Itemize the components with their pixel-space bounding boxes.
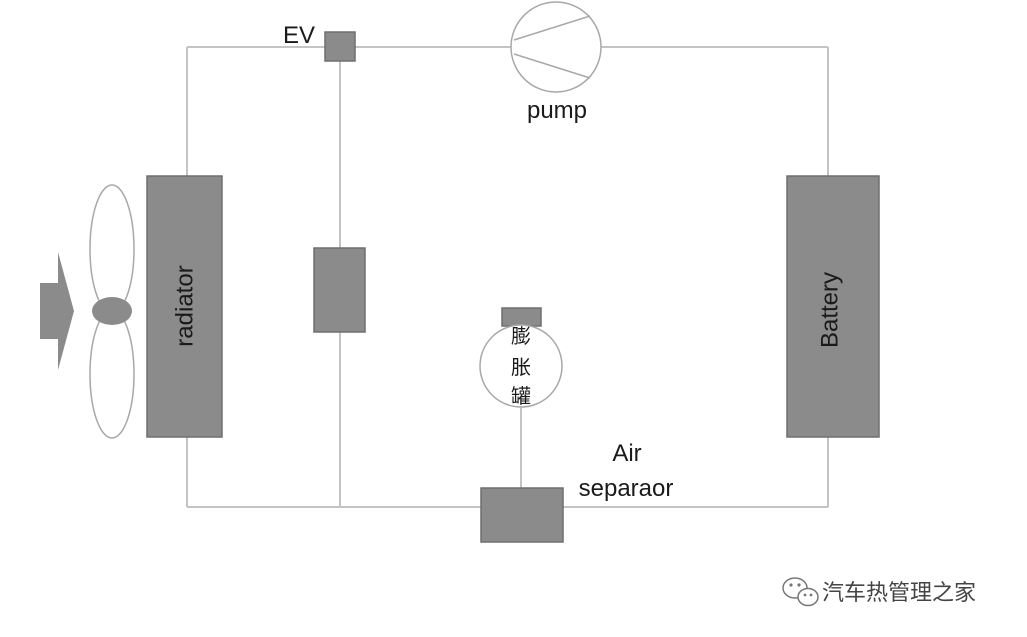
ev-valve: EV — [283, 22, 356, 62]
wechat-icon — [782, 577, 819, 607]
pump-icon — [510, 1, 602, 93]
expansion-tank-label-line-2: 胀 — [511, 355, 531, 379]
bypass-component — [313, 247, 366, 333]
watermark: 汽车热管理之家 — [782, 577, 976, 607]
pump: pump — [510, 1, 602, 124]
watermark-text: 汽车热管理之家 — [822, 581, 976, 606]
expansion-tank-label-line-1: 膨 — [511, 324, 531, 348]
expansion-tank-body — [479, 324, 563, 408]
air-separator-label-line-1: Air — [612, 440, 641, 467]
pump-label: pump — [527, 97, 587, 124]
battery-label: Battery — [817, 272, 844, 348]
expansion-tank-label-line-3: 罐 — [511, 384, 531, 408]
ev-label: EV — [283, 22, 315, 49]
expansion-tank: 膨 胀 罐 — [479, 307, 563, 408]
radiator: radiator — [146, 175, 223, 438]
battery: Battery — [786, 175, 880, 438]
radiator-label: radiator — [172, 265, 199, 346]
air-separator: Air separaor — [480, 440, 674, 543]
fan-icon — [89, 184, 135, 439]
airflow-arrow-icon — [40, 252, 74, 370]
pipes — [186, 46, 829, 508]
air-separator-label-line-2: separaor — [579, 475, 674, 502]
